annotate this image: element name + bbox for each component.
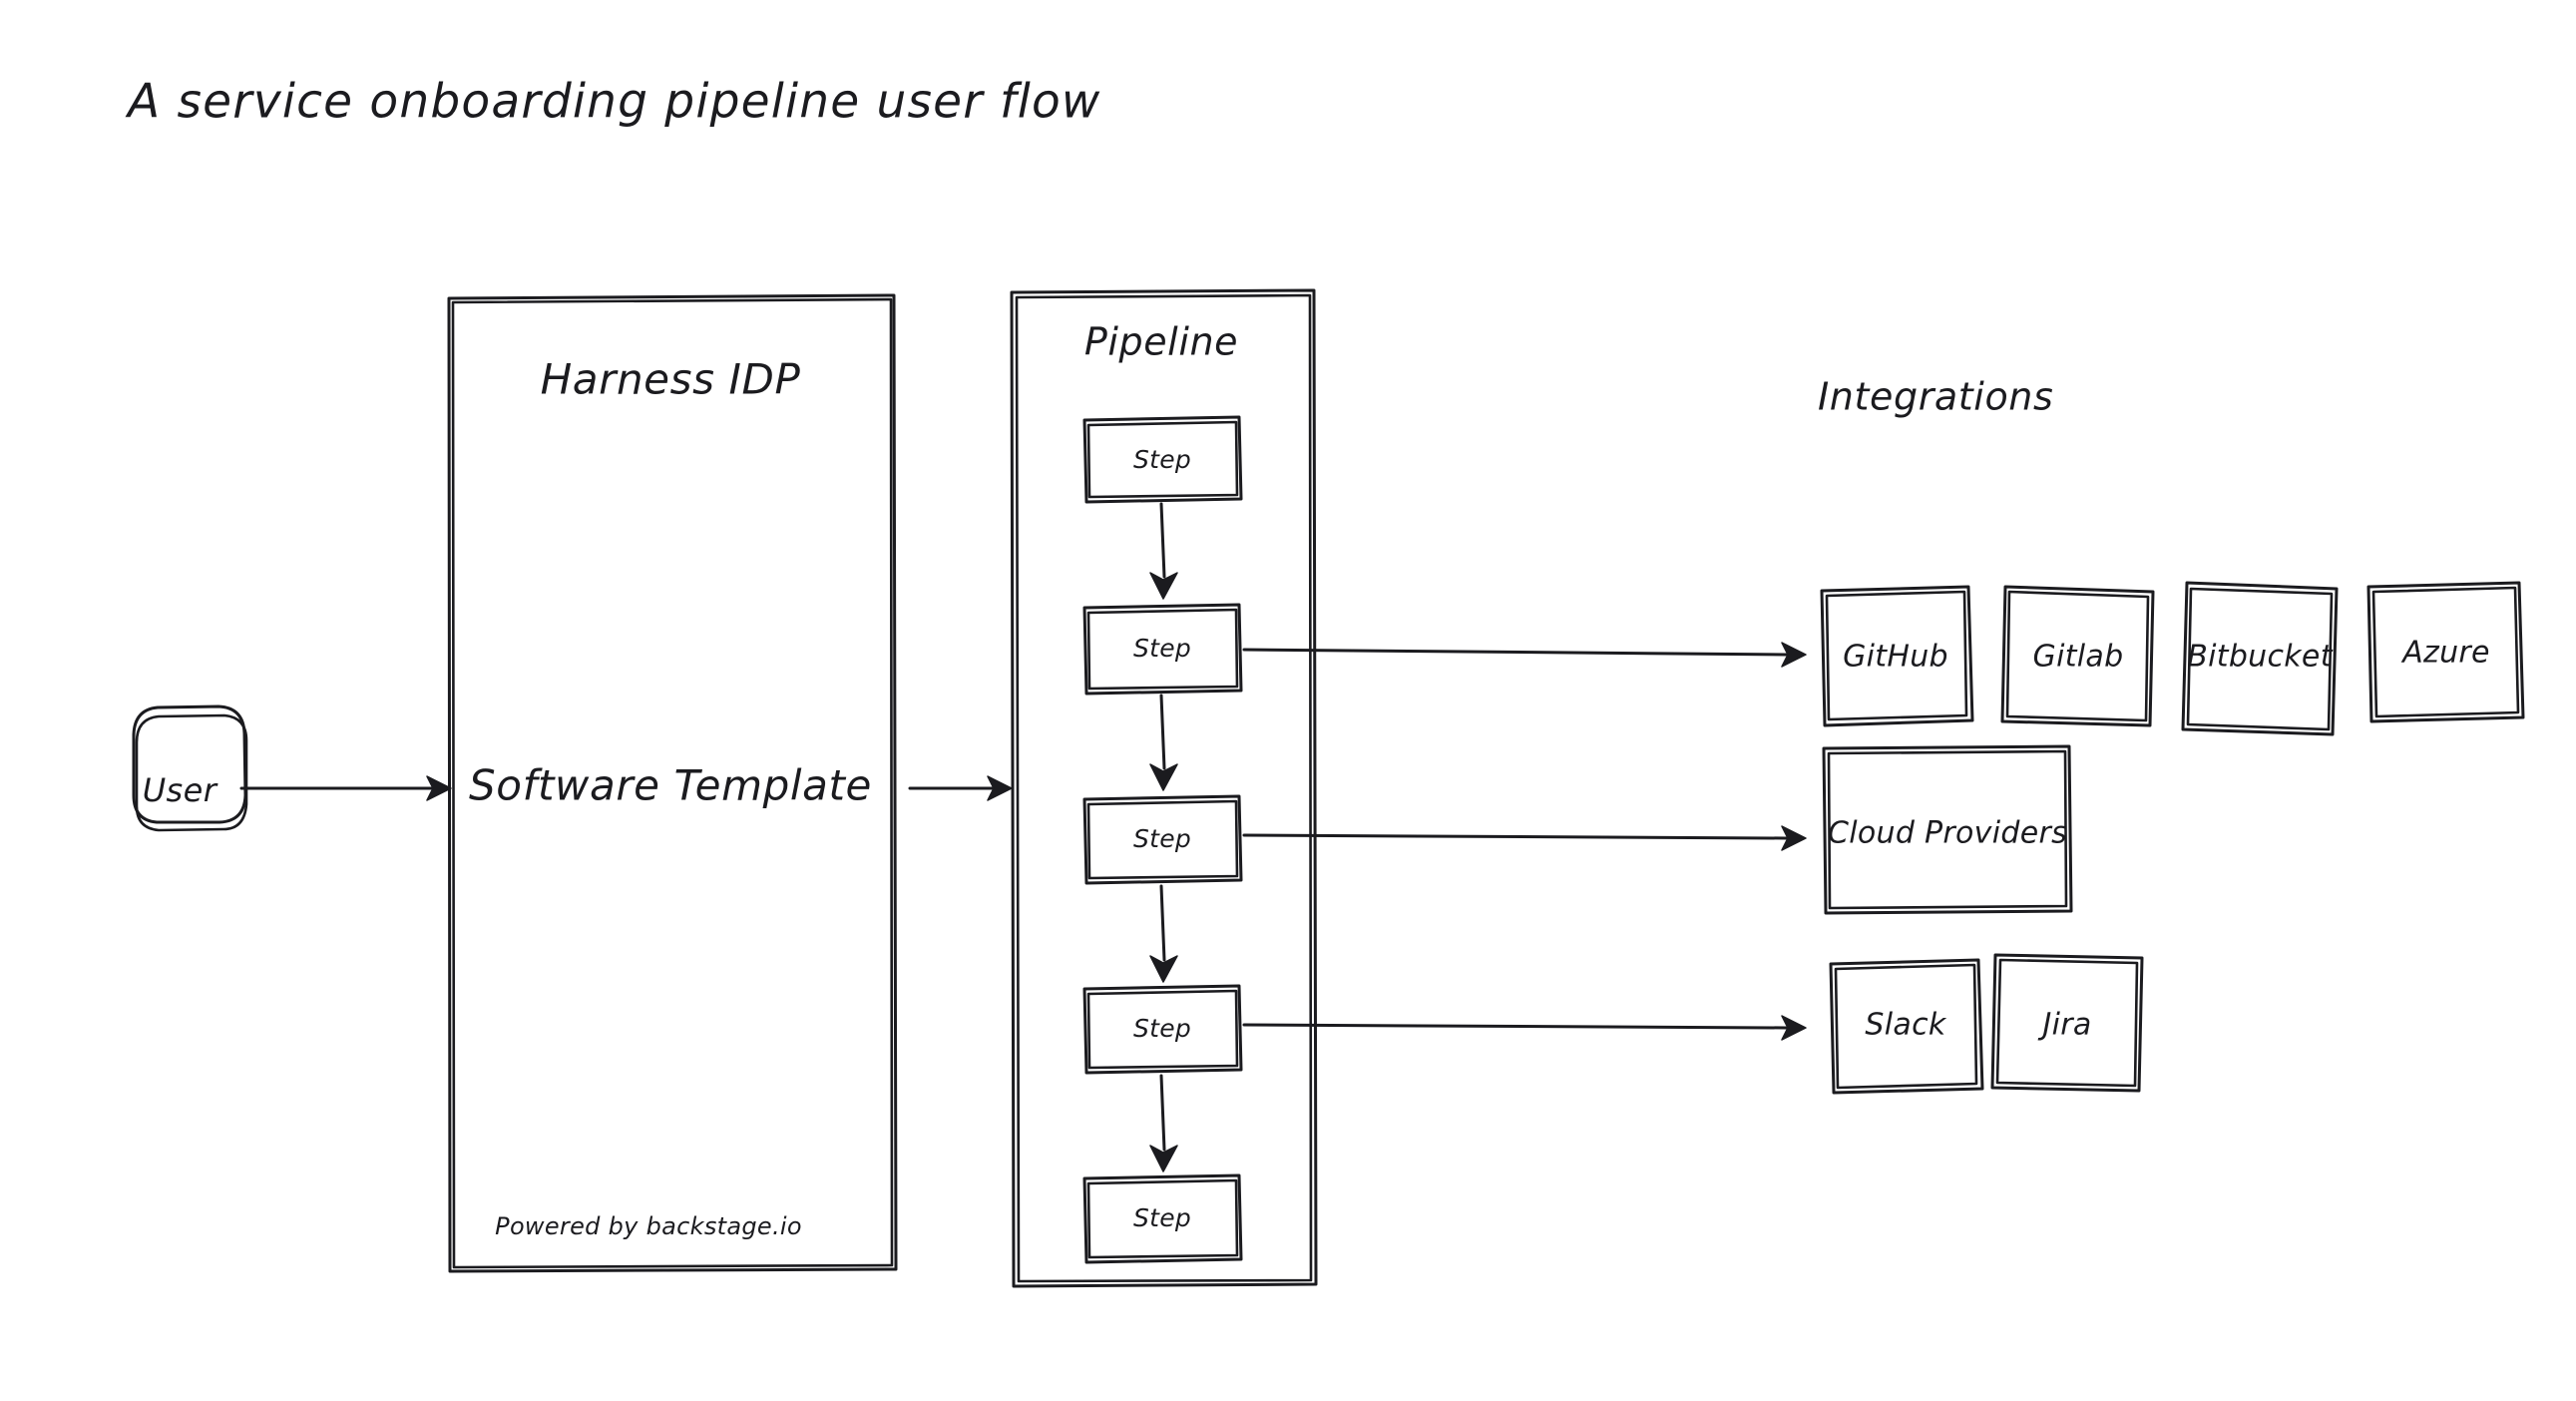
azure-box-outline <box>2366 581 2525 723</box>
cloud-providers-box-outline-2 <box>1827 749 2068 910</box>
arrow-step-3-to-cloud-providers <box>1242 825 1807 851</box>
node-integration-bitbucket[interactable]: Bitbucket <box>2181 581 2339 736</box>
cloud-providers-label: Cloud Providers <box>1828 816 2067 851</box>
node-step-3[interactable]: Step <box>1082 794 1243 885</box>
node-integration-azure[interactable]: Azure <box>2366 581 2525 723</box>
node-step-4[interactable]: Step <box>1082 984 1243 1075</box>
container-harness-idp[interactable]: Harness IDP Software Template Powered by… <box>447 293 898 1273</box>
arrow-step-1-to-step-2 <box>1149 502 1178 600</box>
step-4-outline <box>1082 984 1243 1075</box>
gitlab-box-outline <box>2000 585 2155 727</box>
step-3-outline <box>1082 794 1243 885</box>
step-1-outline <box>1082 415 1243 504</box>
cloud-providers-box-outline <box>1822 744 2073 915</box>
node-integration-jira[interactable]: Jira <box>1990 953 2144 1093</box>
step-2-outline-2 <box>1086 608 1239 691</box>
slack-box-outline-2 <box>1834 963 1978 1090</box>
pipeline-container-outline <box>1010 288 1318 1288</box>
arrow-step-4-to-collaboration <box>1242 1015 1807 1041</box>
step-1-outline-2 <box>1086 420 1239 499</box>
bitbucket-label: Bitbucket <box>2187 640 2333 675</box>
slack-label: Slack <box>1865 1008 1946 1043</box>
idp-container-outline-2 <box>451 297 894 1269</box>
bitbucket-box-outline-2 <box>2186 587 2334 731</box>
azure-box-outline-2 <box>2371 586 2520 718</box>
arrow-idp-to-pipeline <box>908 775 1013 801</box>
step-3-label: Step <box>1133 824 1191 853</box>
page-title: A service onboarding pipeline user flow <box>125 75 1101 130</box>
gitlab-label: Gitlab <box>2033 640 2124 675</box>
step-5-outline <box>1082 1173 1243 1264</box>
github-box-outline-2 <box>1825 590 1968 721</box>
step-3-outline-2 <box>1086 799 1239 880</box>
jira-box-outline-2 <box>1995 958 2139 1088</box>
step-2-outline <box>1082 603 1243 696</box>
idp-header-label: Harness IDP <box>541 355 801 404</box>
node-integration-github[interactable]: GitHub <box>1820 585 1974 727</box>
pipeline-container-outline-2 <box>1015 293 1313 1283</box>
node-integration-slack[interactable]: Slack <box>1829 958 1984 1095</box>
gitlab-box-outline-2 <box>2005 590 2150 722</box>
jira-label: Jira <box>2037 1008 2091 1043</box>
azure-label: Azure <box>2400 636 2490 671</box>
step-5-outline-2 <box>1086 1178 1239 1259</box>
bitbucket-box-outline <box>2181 581 2339 736</box>
user-box-outline-2 <box>135 713 248 832</box>
slack-box-outline <box>1829 958 1984 1095</box>
arrow-step-3-to-step-4 <box>1149 884 1178 983</box>
node-step-2[interactable]: Step <box>1082 603 1243 696</box>
integrations-header-label: Integrations <box>1818 375 2053 419</box>
arrow-step-2-to-step-3 <box>1149 694 1178 791</box>
idp-container-outline <box>447 293 898 1273</box>
github-box-outline <box>1820 585 1974 727</box>
node-step-1[interactable]: Step <box>1082 415 1243 504</box>
arrow-step-4-to-step-5 <box>1149 1074 1178 1172</box>
step-2-label: Step <box>1133 634 1191 663</box>
node-step-5[interactable]: Step <box>1082 1173 1243 1264</box>
container-pipeline[interactable]: Pipeline Step Step Step <box>1010 288 1318 1288</box>
github-label: GitHub <box>1843 640 1948 675</box>
pipeline-header-label: Pipeline <box>1084 320 1238 364</box>
idp-body-label: Software Template <box>469 761 872 810</box>
step-1-label: Step <box>1133 445 1191 474</box>
idp-footer-label: Powered by backstage.io <box>495 1212 802 1240</box>
step-5-label: Step <box>1133 1203 1191 1232</box>
node-integration-cloud-providers[interactable]: Cloud Providers <box>1822 744 2073 915</box>
arrow-step-2-to-source-control <box>1242 642 1807 668</box>
step-4-outline-2 <box>1086 989 1239 1070</box>
step-4-label: Step <box>1133 1014 1191 1043</box>
arrow-user-to-idp <box>239 775 452 801</box>
node-integration-gitlab[interactable]: Gitlab <box>2000 585 2155 727</box>
user-label: User <box>143 771 218 809</box>
node-user[interactable]: User <box>132 704 248 832</box>
jira-box-outline <box>1990 953 2144 1093</box>
